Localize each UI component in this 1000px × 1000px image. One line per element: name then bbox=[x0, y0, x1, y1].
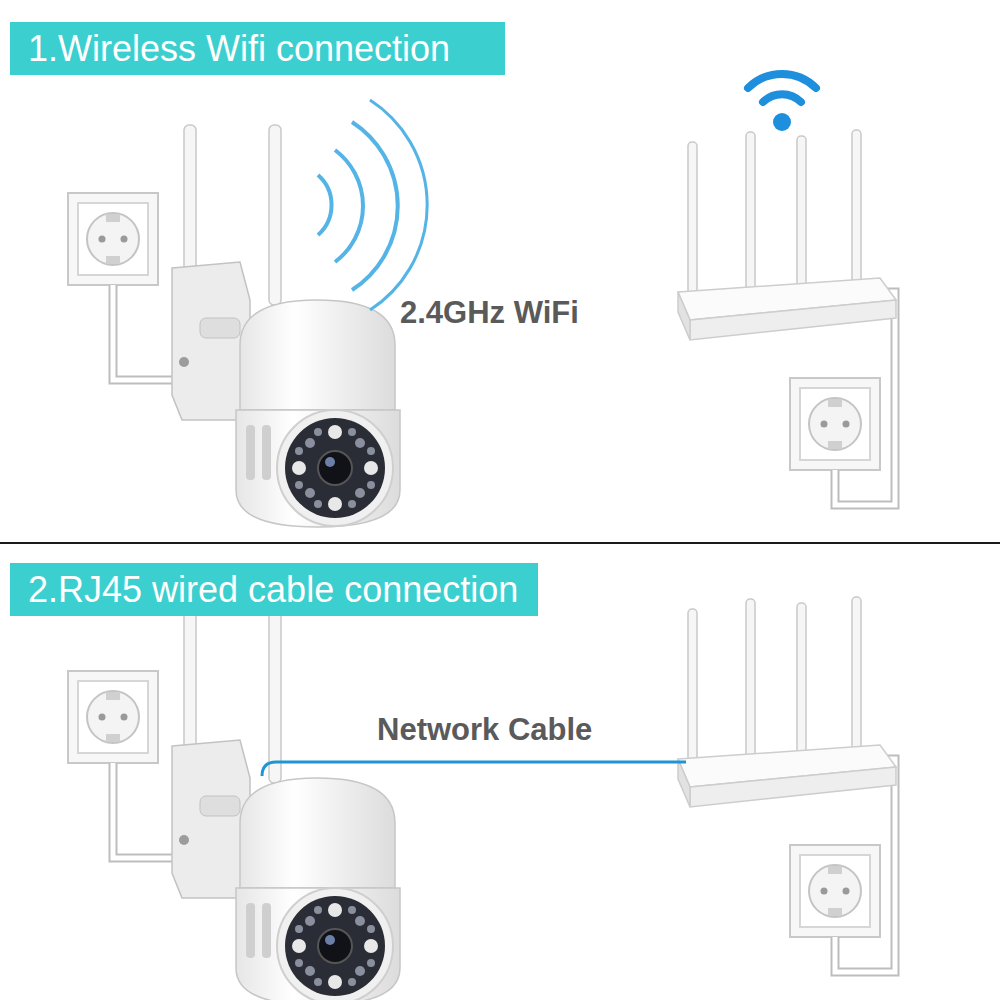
title-banner: 2.RJ45 wired cable connection bbox=[10, 563, 538, 616]
network-cable bbox=[262, 762, 686, 776]
router-wifi bbox=[678, 130, 896, 505]
connection-label: 2.4GHz WiFi bbox=[398, 295, 581, 331]
banner-text: 2.RJ45 wired cable connection bbox=[10, 569, 518, 611]
wifi-icon bbox=[748, 74, 816, 131]
banner-text: 1.Wireless Wifi connection bbox=[10, 28, 450, 70]
divider-line bbox=[0, 542, 1000, 544]
title-banner: 1.Wireless Wifi connection bbox=[10, 22, 505, 75]
connection-label: Network Cable bbox=[375, 712, 594, 748]
camera-wired bbox=[68, 603, 400, 1000]
router-wired bbox=[678, 597, 896, 972]
wifi-waves bbox=[318, 100, 427, 310]
camera-wifi bbox=[68, 125, 400, 527]
